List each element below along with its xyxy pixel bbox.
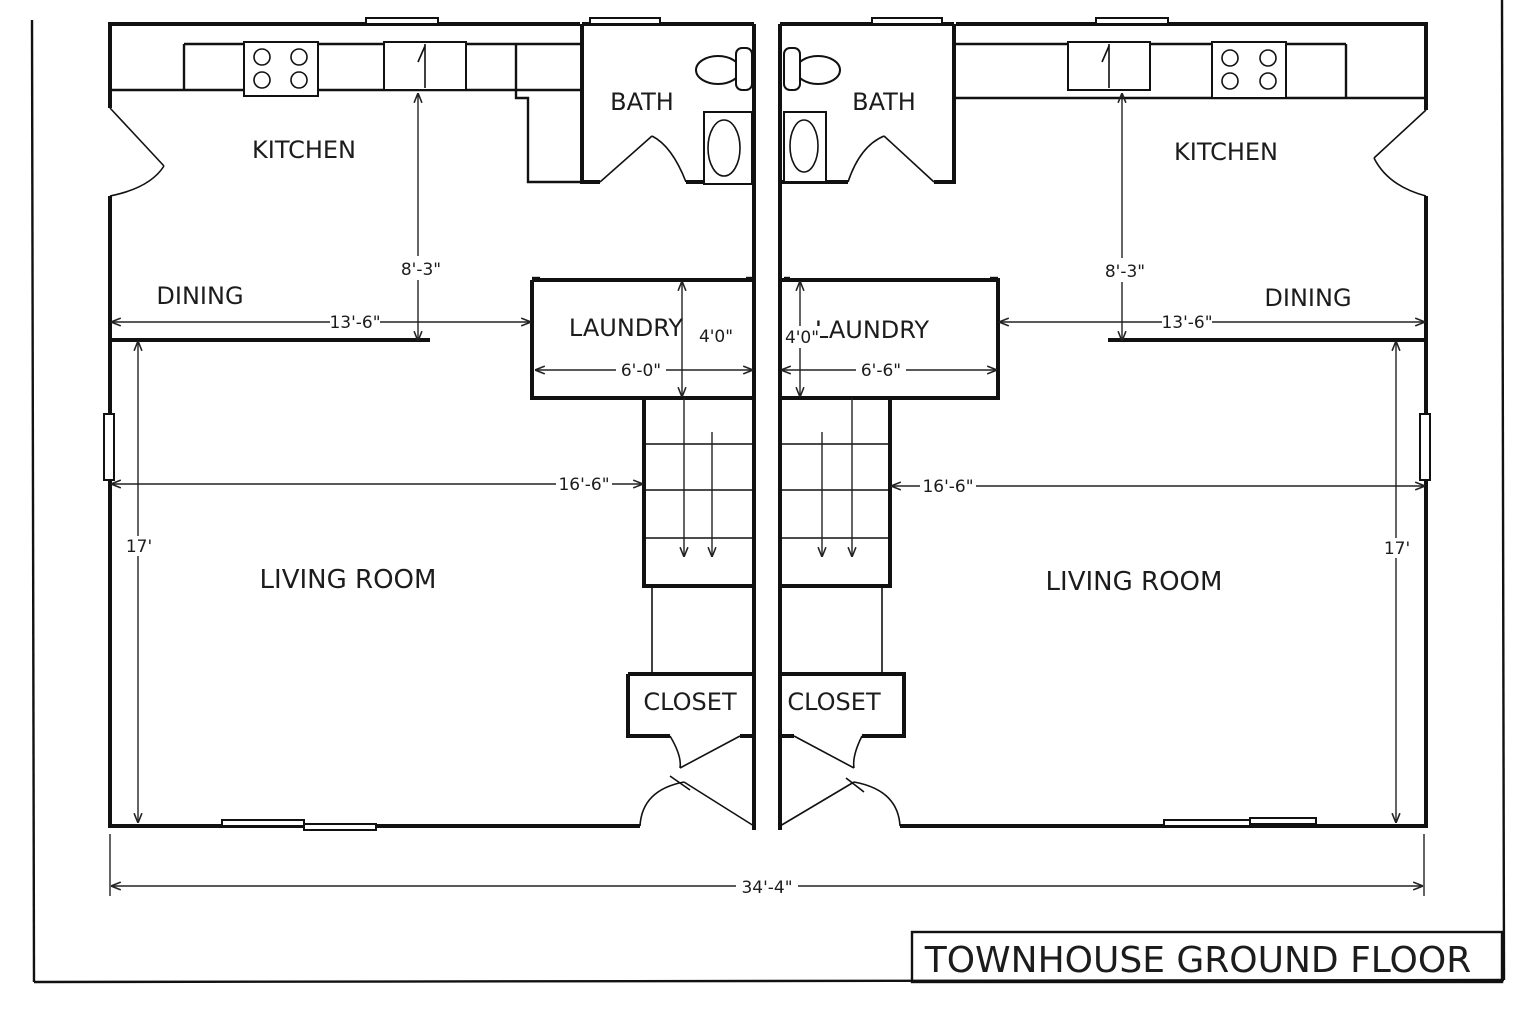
window-icon	[1419, 413, 1431, 481]
overall-dimension: 34'-4"	[109, 834, 1425, 898]
dim-overall-width: 34'-4"	[741, 878, 792, 898]
dim-living-depth: 17'	[126, 537, 152, 557]
sheet-border	[30, 0, 1506, 984]
dim-dining-width: 13'-6"	[329, 313, 380, 333]
window-icon	[221, 819, 305, 827]
sheet-title: TOWNHOUSE GROUND FLOOR	[924, 940, 1472, 981]
stove-icon	[1211, 41, 1287, 99]
dim-kitchen-depth: 8'-3"	[401, 260, 441, 280]
dim-laundry-width: 6'-6"	[861, 361, 901, 381]
window-icon	[1163, 819, 1251, 827]
left-unit: KITCHEN BATH DINING LAUNDRY LIVING ROOM …	[103, 17, 756, 831]
bath-sink-icon	[783, 111, 827, 183]
dim-laundry-depth: 4'0"	[699, 327, 733, 347]
room-label-closet: CLOSET	[787, 688, 881, 716]
room-label-laundry: LAUNDRY	[815, 316, 929, 344]
room-label-kitchen: KITCHEN	[1174, 138, 1278, 166]
bath-door-icon	[847, 135, 935, 183]
kitchen-door-icon	[1373, 109, 1427, 197]
dim-living-width: 16'-6"	[922, 477, 973, 497]
window-icon	[365, 17, 439, 25]
closet-door-icon	[793, 735, 863, 769]
window-icon	[103, 413, 115, 481]
toilet-icon	[695, 55, 741, 85]
entry-door-icon	[779, 777, 901, 827]
bath-door-icon	[599, 135, 687, 183]
dim-living-depth: 17'	[1384, 539, 1410, 559]
closet-door-icon	[669, 735, 741, 769]
right-unit: KITCHEN BATH DINING LAUNDRY LIVING ROOM …	[778, 17, 1431, 830]
room-label-closet: CLOSET	[643, 688, 737, 716]
kitchen-door-icon	[109, 107, 165, 197]
room-label-living-room: LIVING ROOM	[1046, 567, 1223, 597]
room-label-bath: BATH	[610, 88, 674, 116]
window-icon	[1249, 817, 1317, 825]
entry-door-icon	[639, 775, 755, 827]
room-label-bath: BATH	[852, 88, 916, 116]
stove-icon	[243, 41, 319, 97]
room-label-laundry: LAUNDRY	[569, 314, 683, 342]
bath-sink-icon	[703, 111, 753, 185]
window-icon	[303, 823, 377, 831]
window-icon	[871, 17, 943, 25]
room-label-kitchen: KITCHEN	[252, 136, 356, 164]
dim-living-width: 16'-6"	[558, 475, 609, 495]
room-label-dining: DINING	[156, 282, 243, 310]
window-icon	[589, 17, 661, 25]
dim-dining-width: 13'-6"	[1161, 313, 1212, 333]
dim-kitchen-depth: 8'-3"	[1105, 262, 1145, 282]
stairs-icon	[642, 398, 754, 672]
room-label-dining: DINING	[1264, 284, 1351, 312]
dim-laundry-depth: 4'0"	[785, 328, 819, 348]
room-label-living-room: LIVING ROOM	[260, 565, 437, 595]
window-icon	[1095, 17, 1169, 25]
toilet-icon	[795, 55, 841, 85]
title-block: TOWNHOUSE GROUND FLOOR	[910, 930, 1504, 984]
stairs-icon	[780, 398, 892, 672]
dim-laundry-width: 6'-0"	[621, 361, 661, 381]
